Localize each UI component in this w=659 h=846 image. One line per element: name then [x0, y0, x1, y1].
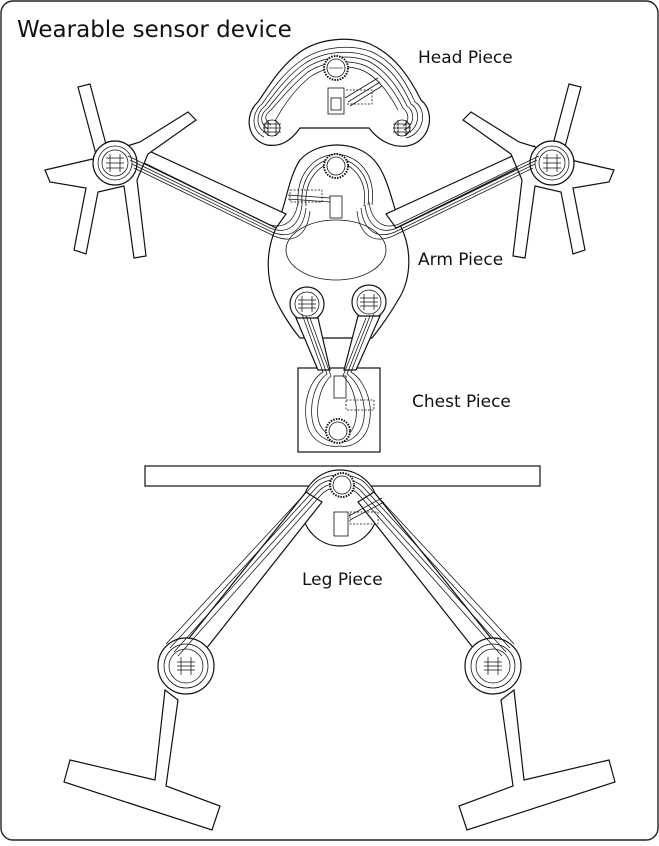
- arm-right-strip: [385, 145, 539, 229]
- leg-piece: [63, 465, 616, 831]
- leg-right-foot: [458, 688, 616, 831]
- diagram-title: Wearable sensor device: [17, 17, 292, 43]
- arm-component: [329, 195, 343, 219]
- label-leg-piece: Leg Piece: [302, 570, 383, 590]
- chest-component: [333, 375, 347, 399]
- chest-piece: [295, 313, 381, 453]
- leg-component: [333, 511, 349, 537]
- head-left-pad: [263, 119, 281, 137]
- head-sensor-chip: [323, 55, 349, 81]
- arm-sensor-chip: [323, 153, 349, 179]
- head-right-pad: [393, 119, 411, 137]
- chest-sensor-chip: [325, 418, 351, 444]
- leg-sensor-chip: [329, 472, 355, 498]
- label-head-piece: Head Piece: [418, 48, 513, 68]
- label-arm-piece: Arm Piece: [418, 250, 503, 270]
- label-chest-piece: Chest Piece: [412, 392, 511, 412]
- arm-piece: [44, 83, 615, 339]
- arm-neck-opening: [285, 219, 387, 281]
- leg-left-foot: [63, 688, 221, 831]
- head-component: [327, 87, 345, 115]
- head-piece: [248, 38, 430, 147]
